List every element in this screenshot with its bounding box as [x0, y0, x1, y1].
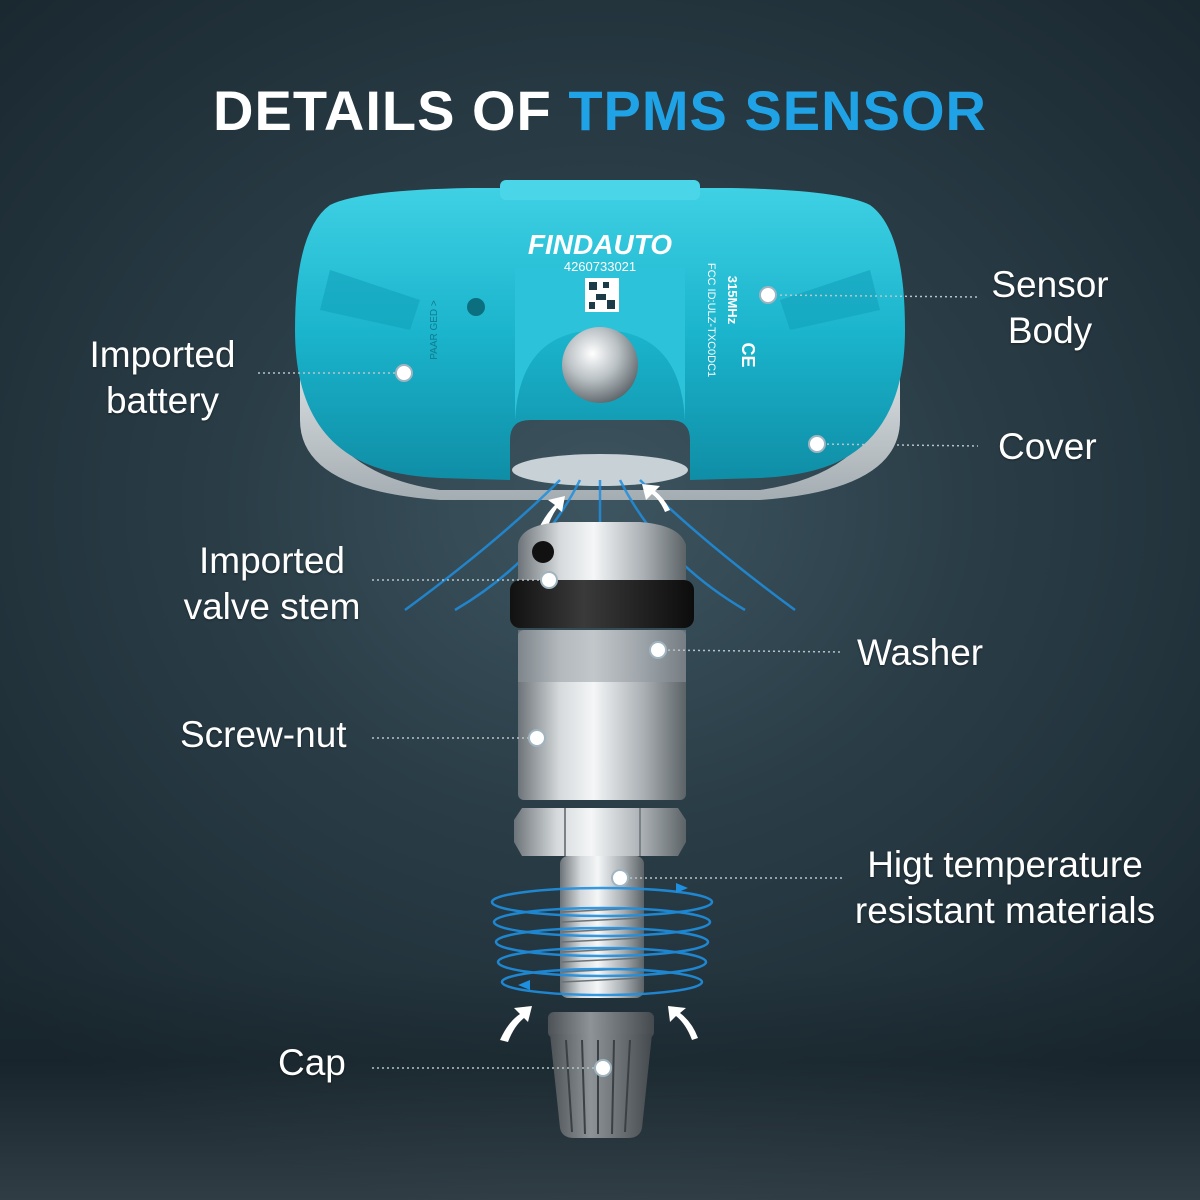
leader-lines: [258, 294, 979, 1069]
sensor-opening: [512, 454, 688, 486]
sensor-top-ridge: [500, 180, 700, 200]
label-screw-nut: Screw-nut: [180, 714, 347, 755]
battery-port: [467, 298, 485, 316]
left-rib: [320, 270, 420, 330]
cap-ridges: [565, 1039, 631, 1135]
label-washer: Washer: [857, 632, 984, 673]
sensor-side-mark: PAAR GED >: [429, 300, 440, 360]
sensor-fcc: FCC ID:ULZ-TXC0DC1: [705, 263, 717, 377]
arrow-up-right: [642, 484, 670, 512]
label-valve-stem: Imported valve stem: [183, 540, 361, 627]
arrow-up-left: [538, 496, 565, 532]
cap-body: [550, 1034, 652, 1138]
sensor-freq: 315MHz: [725, 276, 740, 325]
sensor-cover: [300, 330, 900, 500]
sensor-serial: 4260733021: [564, 259, 636, 274]
callout-dots: [395, 286, 826, 1077]
page-title: DETAILS OF TPMS SENSOR: [0, 78, 1200, 143]
valve-stem-hole: [532, 541, 554, 563]
heat-rings: [490, 886, 714, 997]
ring-arrow-left: [518, 980, 530, 990]
ring-arrow-right: [676, 883, 688, 893]
label-cover: Cover: [998, 426, 1097, 467]
right-rib: [780, 270, 880, 330]
sensor-ce: CE: [738, 342, 758, 367]
sensor-brand: FINDAUTO: [528, 229, 672, 260]
washer-ring: [510, 580, 694, 628]
title-accent: TPMS SENSOR: [568, 79, 987, 142]
label-sensor-body: Sensor Body: [991, 264, 1109, 351]
cap-arrow-left: [500, 1006, 532, 1042]
cap-top: [548, 1012, 654, 1038]
label-cap: Cap: [278, 1042, 346, 1083]
label-imported-battery: Imported battery: [89, 334, 236, 421]
valve-stem-head: [518, 522, 686, 585]
center-bridge: [515, 268, 685, 420]
label-high-temp: Higt temperature resistant materials: [854, 844, 1156, 931]
valve-ball: [562, 327, 638, 403]
hex-nut: [514, 808, 686, 856]
cap-arrow-right: [668, 1006, 698, 1040]
title-main: DETAILS OF: [213, 79, 552, 142]
